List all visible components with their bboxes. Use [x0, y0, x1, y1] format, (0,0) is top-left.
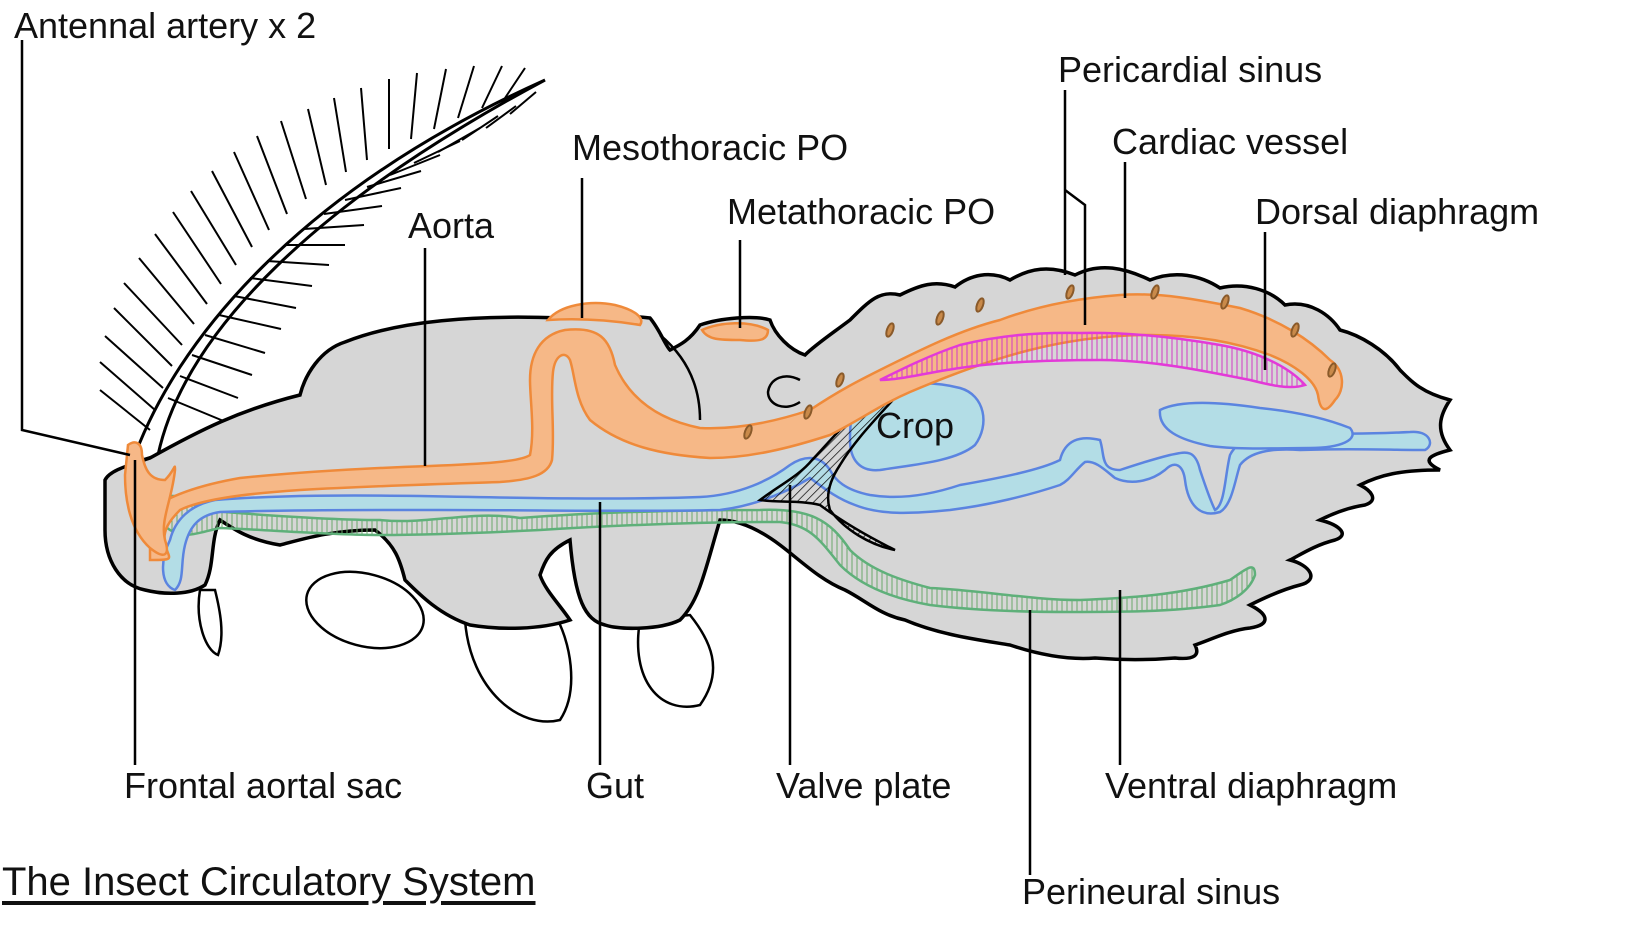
label-cardiac-vessel: Cardiac vessel [1112, 124, 1348, 160]
label-antennal-artery: Antennal artery x 2 [14, 8, 316, 44]
label-perineural-sinus: Perineural sinus [1022, 874, 1280, 910]
label-ventral-diaphragm: Ventral diaphragm [1105, 768, 1397, 804]
label-frontal-aortal-sac: Frontal aortal sac [124, 768, 402, 804]
label-gut: Gut [586, 768, 644, 804]
label-valve-plate: Valve plate [776, 768, 951, 804]
diagram-title: The Insect Circulatory System [2, 862, 536, 902]
label-metathoracic-po: Metathoracic PO [727, 194, 995, 230]
metathoracic-po [702, 323, 768, 340]
label-mesothoracic-po: Mesothoracic PO [572, 130, 848, 166]
label-dorsal-diaphragm: Dorsal diaphragm [1255, 194, 1539, 230]
label-pericardial-sinus: Pericardial sinus [1058, 52, 1322, 88]
label-aorta: Aorta [408, 208, 494, 244]
label-crop: Crop [876, 408, 954, 444]
